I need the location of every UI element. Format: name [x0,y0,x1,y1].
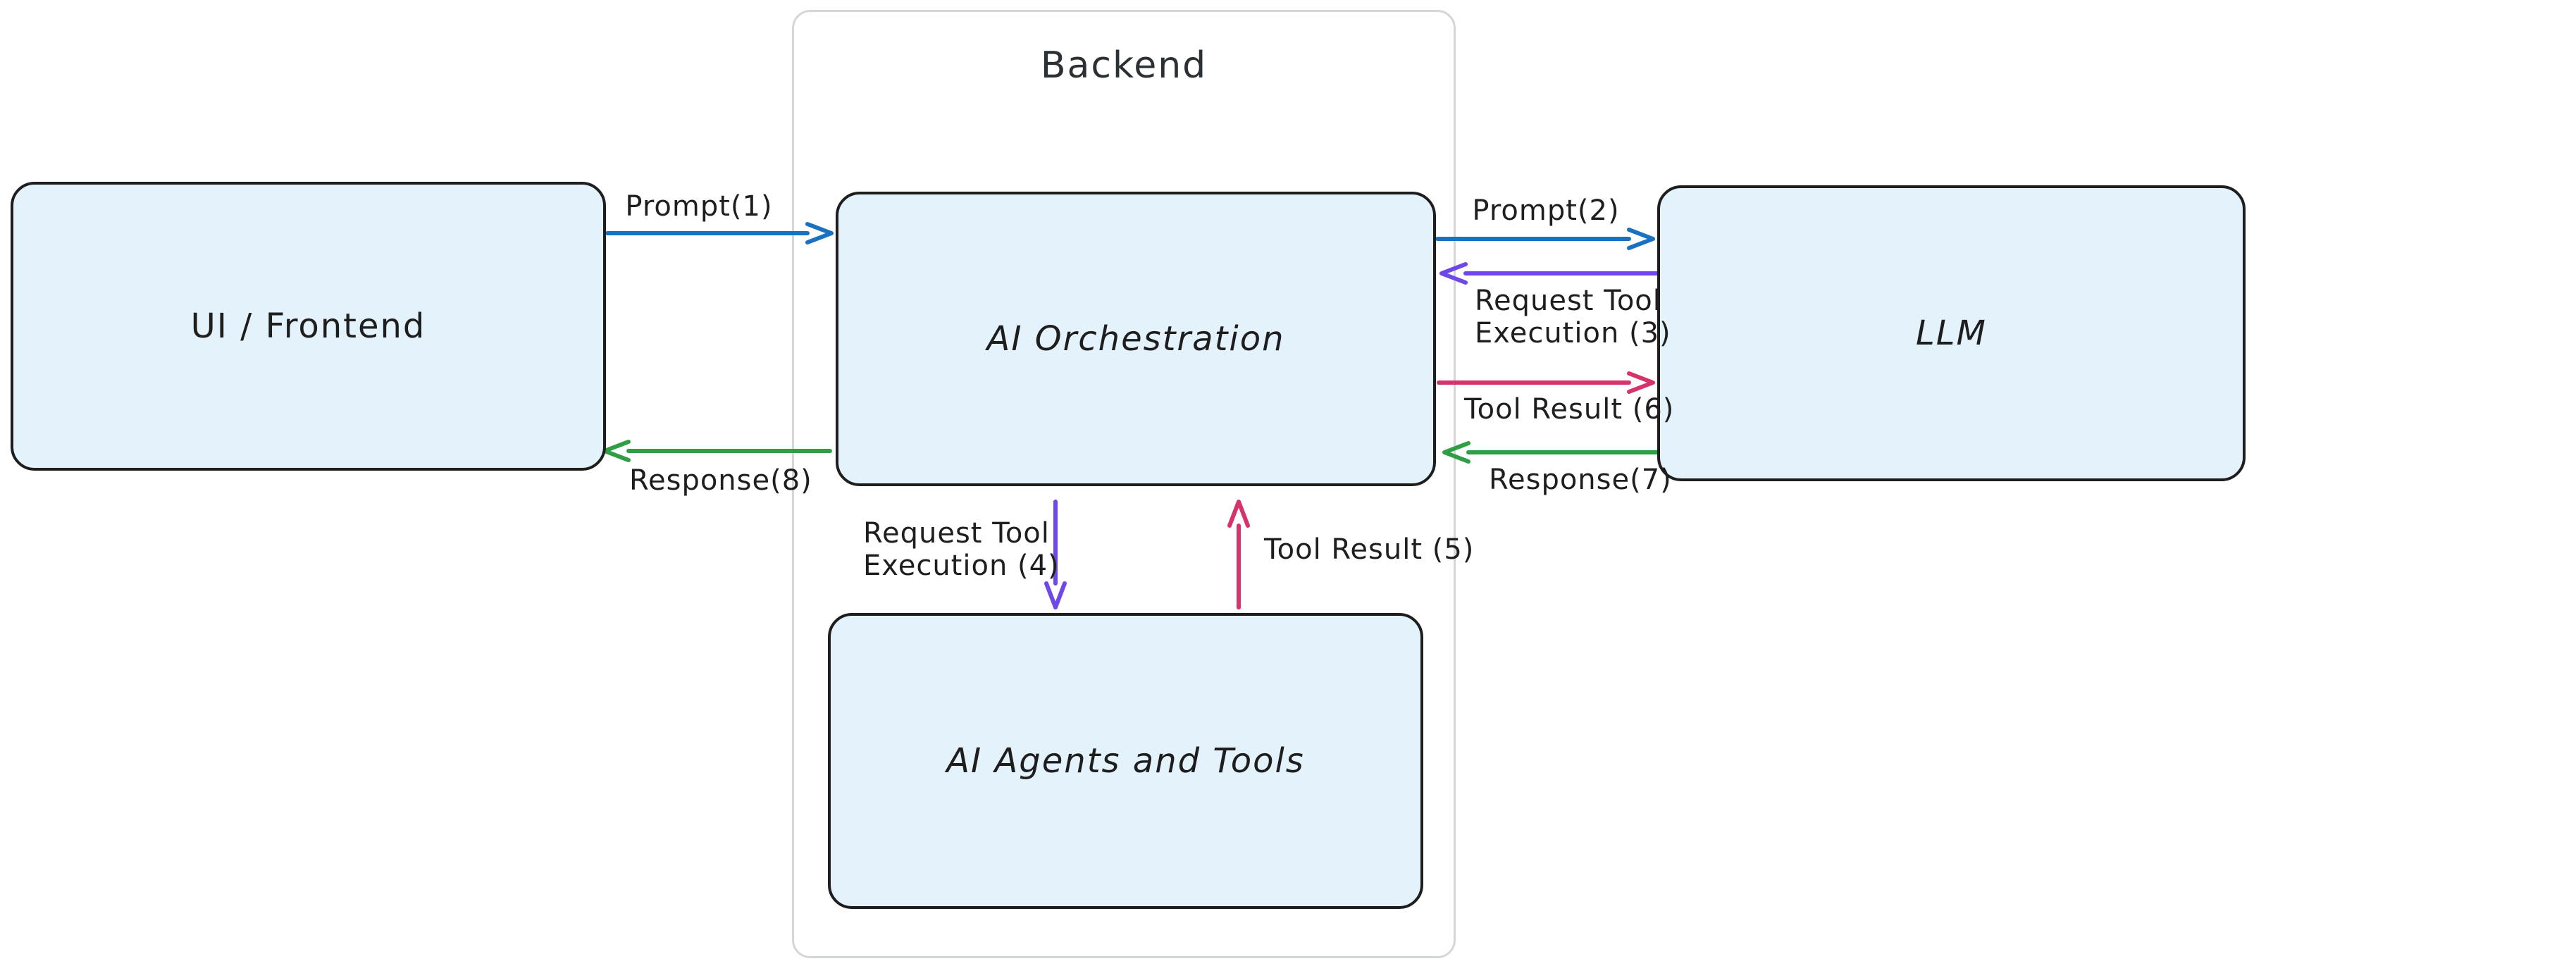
node-llm[interactable]: LLM [1657,185,2246,481]
arrowhead-left-icon [1439,262,1468,285]
edge-label-response-7: Response(7) [1489,464,1672,496]
node-llm-label: LLM [1916,314,1987,353]
arrow-prompt-1[interactable] [605,222,834,244]
arrowhead-right-icon [1627,228,1655,250]
edge-label-line: Request Tool [863,517,1050,550]
arrowhead-left-icon [1442,441,1470,464]
arrowhead-right-icon [1627,371,1655,394]
edge-label-prompt-2: Prompt(2) [1472,194,1620,227]
arrowhead-down-icon [1044,581,1067,609]
arrowhead-left-icon [602,440,631,462]
edge-label-tool-result-6: Tool Result (6) [1464,393,1675,426]
edge-label-line: Request Tool [1475,285,1661,317]
node-ui-frontend-label: UI / Frontend [190,306,426,346]
arrow-tool-result-6[interactable] [1437,371,1655,394]
node-ai-orchestration[interactable]: AI Orchestration [836,192,1436,486]
arrow-prompt-2[interactable] [1435,228,1655,250]
arrow-response-7[interactable] [1442,441,1659,464]
node-ui-frontend[interactable]: UI / Frontend [11,182,606,471]
edge-label-line: Execution (4) [863,550,1060,582]
arrowhead-up-icon [1227,500,1250,528]
edge-label-response-8: Response(8) [629,464,812,497]
edge-label-line: Execution (3) [1475,317,1671,349]
node-ai-orchestration-label: AI Orchestration [986,319,1285,359]
arrowhead-right-icon [805,222,834,244]
node-ai-agents-tools[interactable]: AI Agents and Tools [828,613,1423,909]
edge-label-tool-result-5: Tool Result (5) [1264,533,1475,566]
arrow-request-tool-execution-3[interactable] [1439,262,1659,285]
edge-label-prompt-1: Prompt(1) [625,190,773,223]
arrow-response-8[interactable] [602,440,832,462]
arrow-request-tool-execution-4[interactable] [1044,500,1067,609]
edge-label-request-tool-execution-3: Request Tool Execution (3) [1475,285,1671,349]
arrow-tool-result-5[interactable] [1227,500,1250,609]
node-ai-agents-tools-label: AI Agents and Tools [946,741,1305,781]
edge-label-request-tool-execution-4: Request Tool Execution (4) [863,517,1060,582]
backend-title: Backend [1040,44,1208,87]
